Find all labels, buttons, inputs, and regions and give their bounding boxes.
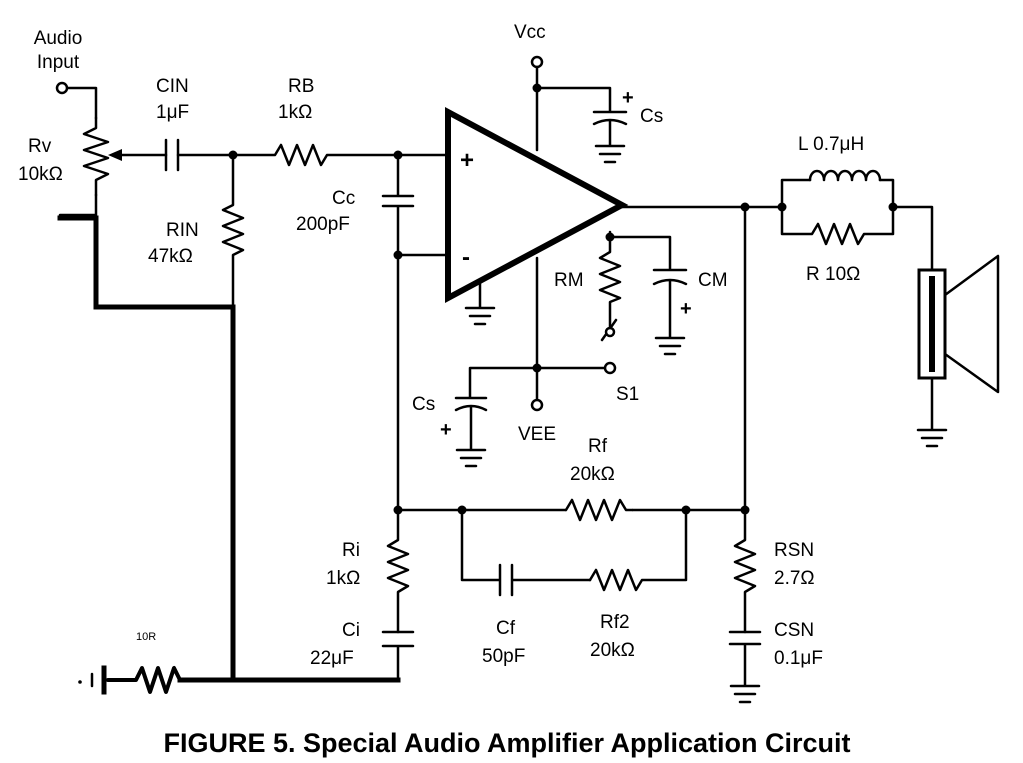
capacitor-cs-bottom [454, 366, 539, 468]
cc-name: Cc [332, 188, 355, 209]
cs-top-polarity: + [622, 87, 634, 109]
capacitor-ci [381, 630, 415, 682]
rf2-value: 20kΩ [590, 640, 635, 661]
capacitor-cs-top [535, 86, 628, 164]
rsn-value: 2.7Ω [774, 568, 815, 589]
cin-name: CIN [156, 76, 189, 97]
cc-value: 200pF [296, 214, 350, 235]
cf-name: Cf [496, 618, 516, 639]
resistor-rsn [733, 508, 757, 634]
switch-s1 [535, 318, 618, 375]
vcc-terminal [530, 55, 544, 152]
rm-label: RM [554, 270, 584, 291]
r10-label: 10R [136, 631, 156, 643]
junction-node [605, 232, 615, 242]
cin-value: 1μF [156, 102, 189, 123]
resistor-rb [231, 143, 400, 167]
inverting-sign: - [462, 244, 470, 271]
resistor-rm [598, 230, 622, 330]
figure-caption: FIGURE 5. Special Audio Amplifier Applic… [163, 728, 850, 758]
cf-rf2-branch [460, 508, 688, 597]
inductor-label: L 0.7μH [798, 134, 864, 155]
cm-polarity: + [680, 298, 692, 320]
audio-input-label-line2: Input [37, 52, 80, 73]
resistor-rf [564, 496, 634, 524]
ci-value: 22μF [310, 648, 354, 669]
resistor-rin [221, 153, 245, 307]
r-parallel-label: R 10Ω [806, 264, 860, 285]
added-ground-wiring [57, 215, 401, 695]
s1-label: S1 [616, 384, 639, 405]
cs-bottom-polarity: + [440, 419, 452, 441]
noninverting-sign: + [460, 147, 474, 174]
resistor-r-parallel [780, 205, 895, 246]
inductor-l [780, 169, 895, 209]
rin-value: 47kΩ [148, 246, 193, 267]
cs-bottom-label: Cs [412, 394, 435, 415]
ri-value: 1kΩ [326, 568, 360, 589]
audio-input-terminal [55, 81, 98, 120]
cs-top-label: Cs [640, 106, 663, 127]
rv-name: Rv [28, 136, 52, 157]
op-amp-ground [464, 280, 496, 326]
audio-input-label-line1: Audio [34, 28, 83, 49]
rb-value: 1kΩ [278, 102, 312, 123]
resistor-ri [386, 508, 410, 634]
speaker [891, 205, 1000, 448]
capacitor-cm [608, 235, 688, 356]
capacitor-cin [164, 138, 235, 172]
op-amp [445, 106, 629, 304]
vee-supply [530, 256, 544, 412]
ci-name: Ci [342, 620, 360, 641]
capacitor-csn [728, 630, 762, 704]
potentiometer-rv [58, 116, 168, 217]
rf-value: 20kΩ [570, 464, 615, 485]
vcc-label: Vcc [514, 22, 546, 43]
cf-value: 50pF [482, 646, 525, 667]
rv-value: 10kΩ [18, 164, 63, 185]
rb-name: RB [288, 76, 314, 97]
csn-name: CSN [774, 620, 814, 641]
cm-label: CM [698, 270, 728, 291]
capacitor-cc [381, 153, 415, 257]
csn-value: 0.1μF [774, 648, 823, 669]
rsn-name: RSN [774, 540, 814, 561]
vee-label: VEE [518, 424, 556, 445]
ri-name: Ri [342, 540, 360, 561]
rin-name: RIN [166, 220, 199, 241]
rf2-name: Rf2 [600, 612, 630, 633]
rf-name: Rf [588, 436, 608, 457]
